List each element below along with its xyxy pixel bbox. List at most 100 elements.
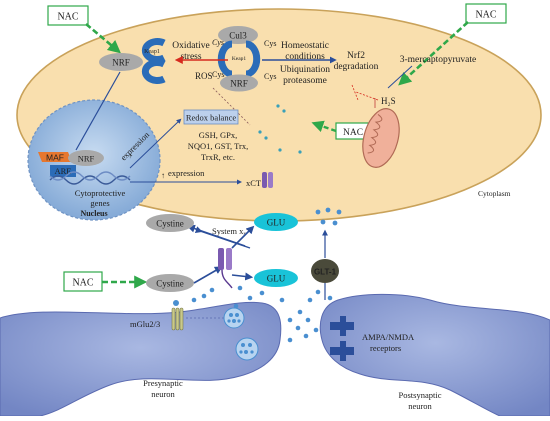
svg-text:Cystine: Cystine (156, 219, 184, 229)
svg-text:Oxidative: Oxidative (172, 41, 209, 51)
svg-text:conditions: conditions (285, 52, 325, 62)
system-xc-label: System xₓ⁻ (212, 226, 250, 236)
svg-text:Redox balance: Redox balance (186, 113, 236, 123)
ampa-label: AMPA/NMDA receptors (362, 332, 415, 353)
svg-text:AMPA/NMDA: AMPA/NMDA (362, 332, 415, 342)
redox-list: GSH, GPx, NQO1, GST, Trx, TrxR, etc. (188, 130, 249, 162)
glutamate-dots-cleft (191, 285, 333, 343)
svg-text:GLU: GLU (267, 274, 286, 284)
ampa-receptor-1 (330, 316, 354, 336)
svg-text:NAC: NAC (475, 10, 496, 21)
presynaptic-label: Presynaptic neuron (143, 378, 183, 399)
ros-dotted-line (212, 87, 251, 126)
glu-pill-top: GLU (254, 213, 298, 231)
nrf-to-nucleus-line (75, 71, 121, 151)
cystine-pill-top: Cystine (146, 214, 194, 232)
xct-transporter: xCT (246, 172, 273, 188)
are-block: ARE (50, 165, 76, 177)
svg-text:Ubiquination: Ubiquination (280, 65, 330, 75)
presynaptic-neuron (0, 301, 282, 417)
mglu-receptor (171, 300, 184, 331)
up-arrow-1: ↑ (128, 151, 132, 160)
cystine-bottom-arrow (193, 266, 223, 284)
svg-text:Nrf2: Nrf2 (347, 50, 365, 61)
h2s-label: H₂S (374, 96, 396, 108)
keap1-left: Keap1 (141, 38, 166, 84)
glt1-transporter: GLT-1 (311, 259, 339, 283)
system-xc-transporter (218, 248, 233, 289)
cys-label-1: Cys (212, 38, 224, 47)
svg-text:Postsynaptic: Postsynaptic (399, 390, 442, 400)
redox-balance-box: Redox balance (183, 109, 239, 125)
svg-text:NAC: NAC (343, 128, 363, 138)
h2s-inhibition-line (351, 84, 379, 101)
nac-arrow-top-left (85, 23, 121, 54)
nac-arrow-middle (311, 120, 337, 133)
svg-text:Homeostatic: Homeostatic (281, 41, 329, 51)
nac-box-top-left: NAC (47, 5, 89, 26)
svg-text:GSH, GPx,: GSH, GPx, (199, 130, 238, 140)
svg-text:GLT-1: GLT-1 (314, 268, 337, 277)
svg-text:NAC: NAC (72, 278, 93, 289)
nrf2-degradation-label: Nrf2 degradation (334, 50, 379, 72)
svg-text:Cystine: Cystine (156, 279, 184, 289)
svg-text:Keap1: Keap1 (232, 56, 247, 62)
ubiquination-label: Ubiquination proteasome (280, 65, 330, 86)
postsynaptic-label: Postsynaptic neuron (399, 390, 442, 411)
homeostatic-label: Homeostatic conditions (281, 41, 329, 62)
svg-text:xCT: xCT (246, 178, 262, 188)
nac-box-top-right: NAC (465, 3, 507, 24)
nac-box-bottom-left: NAC (63, 271, 103, 292)
glu-top-arrow (231, 225, 255, 249)
svg-text:Cul3: Cul3 (229, 31, 247, 41)
cytoprotective-label: Cytoprotective genes (75, 188, 126, 208)
svg-text:proteasome: proteasome (283, 76, 327, 86)
ampa-receptor-2 (330, 341, 354, 361)
svg-text:degradation: degradation (334, 62, 379, 72)
mitochondrion (362, 108, 400, 168)
glu-pill-bottom: GLU (254, 269, 298, 287)
maf-block: MAF (38, 152, 72, 163)
up-arrow-2: ↑ (161, 171, 165, 180)
ros-label: ROS (195, 71, 213, 81)
keap1-cul3-complex: Cul3 Keap1 NRF (217, 26, 261, 92)
svg-text:NRF: NRF (230, 79, 248, 89)
mglu-label: mGlu2/3 (130, 319, 160, 329)
nucleus-label: Nucleus (80, 209, 107, 218)
svg-text:Presynaptic: Presynaptic (143, 378, 183, 388)
expression-label-2: expression (168, 168, 205, 178)
vesicle-1 (223, 307, 245, 329)
svg-text:Cytoprotective: Cytoprotective (75, 188, 126, 198)
svg-text:GLU: GLU (267, 218, 286, 228)
postsynaptic-neuron (319, 293, 550, 417)
cystine-top-arrow (186, 224, 246, 247)
expression-arrow-1 (129, 118, 182, 169)
glutamate-dots-top (315, 207, 342, 226)
cys-label-2: Cys (212, 70, 224, 79)
nrf-nucleus-block: NRF (68, 150, 104, 166)
svg-text:NAC: NAC (57, 12, 78, 23)
svg-text:NRF: NRF (78, 154, 95, 164)
svg-text:ARE: ARE (55, 166, 72, 176)
mercapto-to-h2s-line (387, 65, 413, 89)
oxidative-stress-label: Oxidative stress (172, 41, 209, 62)
mercaptopyruvate-label: 3-mercaptopyruvate (400, 55, 477, 65)
svg-text:MAF: MAF (46, 153, 64, 163)
svg-text:TrxR, etc.: TrxR, etc. (201, 152, 235, 162)
glu-bottom-arrow (231, 272, 254, 281)
dna-helix (49, 171, 131, 185)
svg-text:receptors: receptors (370, 343, 401, 353)
svg-text:H₂S: H₂S (381, 96, 396, 106)
cys-label-3: Cys (264, 39, 276, 48)
svg-text:neuron: neuron (408, 401, 432, 411)
svg-text:genes: genes (90, 198, 109, 208)
svg-text:NRF: NRF (112, 58, 130, 68)
h2s-dots (258, 104, 302, 154)
cystine-pill-bottom: Cystine (146, 274, 194, 292)
svg-text:Keap1: Keap1 (144, 49, 160, 55)
nac-arrow-top-right (398, 21, 469, 86)
svg-text:neuron: neuron (151, 389, 175, 399)
vesicle-2 (235, 337, 259, 361)
cys-label-4: Cys (264, 72, 276, 81)
